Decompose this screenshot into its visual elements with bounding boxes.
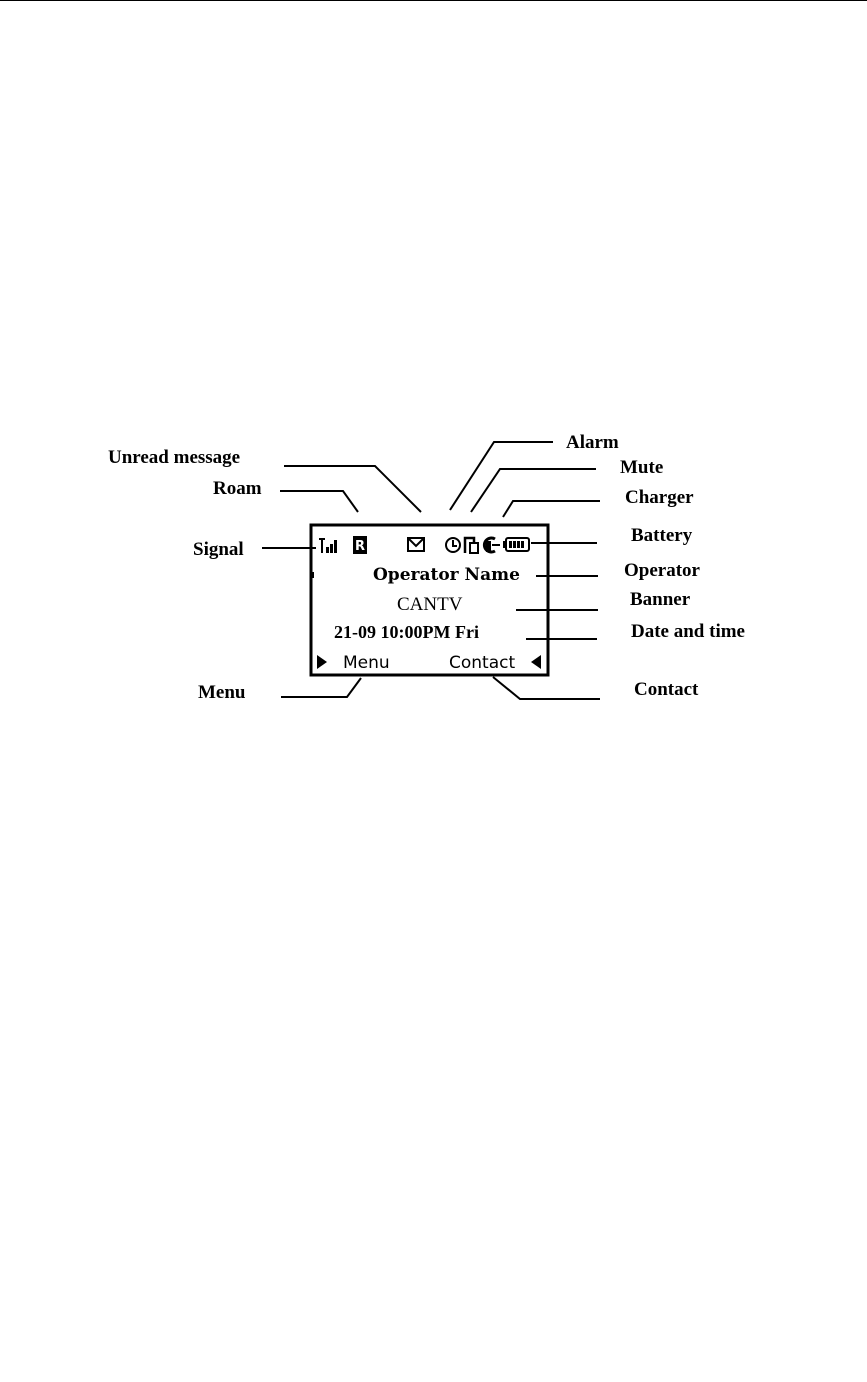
svg-text:R: R: [355, 539, 365, 554]
alarm-clock-icon: [446, 538, 460, 552]
date-time-text: 21-09 10:00PM Fri: [334, 622, 479, 642]
callout-roam: Roam: [213, 478, 262, 499]
mute-icon: [465, 538, 478, 553]
softkey-right-arrow-icon: [531, 655, 541, 669]
callout-alarm: Alarm: [566, 432, 619, 453]
envelope-icon: [408, 538, 424, 551]
callout-battery: Battery: [631, 525, 693, 546]
softkey-left-arrow-icon: [317, 655, 327, 669]
callout-operator: Operator: [624, 560, 701, 581]
roam-icon: R: [353, 536, 367, 554]
leader-alarm: [450, 442, 553, 510]
leader-contact: [493, 677, 600, 699]
charger-icon: [484, 538, 500, 552]
callout-menu: Menu: [198, 682, 246, 703]
callout-unread-message: Unread message: [108, 447, 240, 468]
callout-date-time: Date and time: [631, 621, 745, 642]
banner-text: CANTV: [397, 594, 463, 615]
softkey-menu-label: Menu: [343, 653, 390, 673]
softkey-contact-label: Contact: [449, 653, 515, 673]
callout-contact: Contact: [634, 679, 699, 700]
battery-icon: [503, 538, 529, 551]
leader-mute: [471, 469, 596, 512]
operator-name-text: Operator Name: [373, 565, 520, 585]
leader-roam: [280, 491, 358, 512]
leader-charger: [503, 501, 600, 517]
callout-signal: Signal: [193, 539, 244, 560]
callout-banner: Banner: [630, 589, 691, 610]
leader-menu: [281, 678, 361, 697]
callout-mute: Mute: [620, 457, 663, 478]
callout-charger: Charger: [625, 487, 694, 508]
signal-icon: [319, 538, 337, 553]
